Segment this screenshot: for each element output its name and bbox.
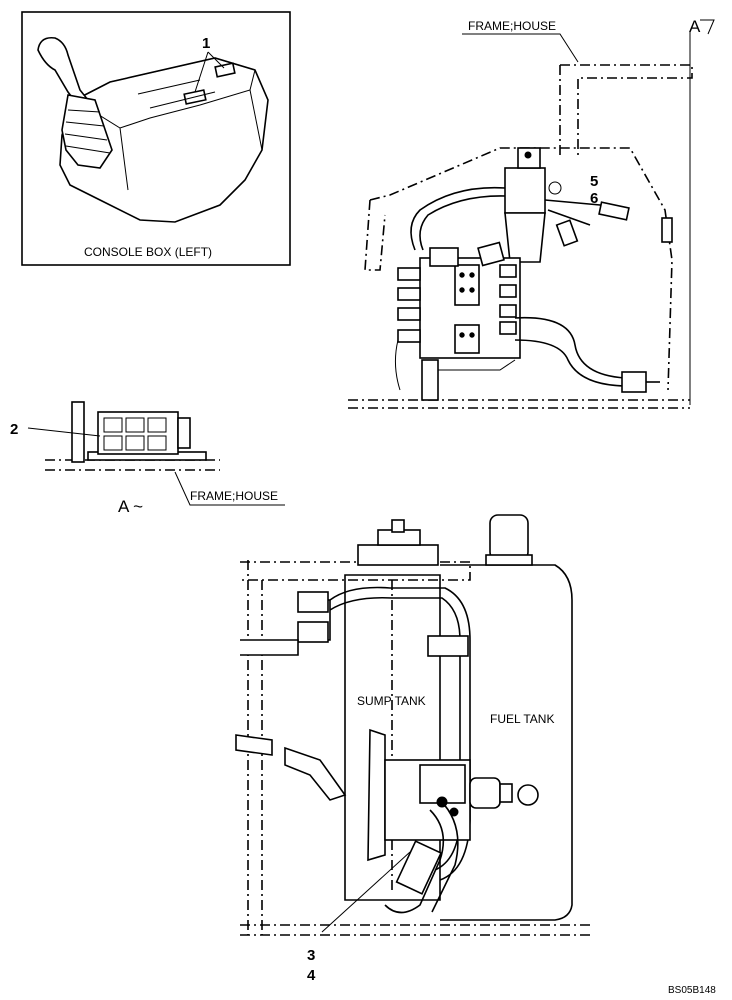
console-side (119, 89, 263, 191)
frame-house-label-bottom: FRAME;HOUSE (190, 489, 278, 503)
top-frame (240, 561, 471, 581)
callout-3: 3 (307, 947, 315, 964)
console-box-caption: CONSOLE BOX (LEFT) (84, 245, 212, 259)
switch-b (214, 62, 236, 78)
tank-view: SUMP TANK FUEL TANK 3 4 (235, 514, 590, 984)
callout-4: 4 (307, 967, 316, 984)
fuel-tank (440, 564, 573, 921)
callout-5: 5 (590, 173, 598, 190)
joystick-lever (37, 36, 94, 109)
view-a-arrow (700, 19, 715, 35)
view-a-detail: 2 FRAME;HOUSE A ~ (10, 401, 285, 516)
drawing-code: BS05B148 (668, 985, 716, 996)
console-box-inset: 1 CONSOLE BOX (LEFT) (21, 11, 291, 266)
pilot-block (504, 167, 546, 214)
hydraulic-pump (367, 728, 386, 862)
sump-tank-label: SUMP TANK (357, 694, 426, 708)
relay-block (97, 411, 179, 455)
mount-arm (369, 147, 673, 391)
callout-6: 6 (590, 190, 598, 207)
fuel-tank-label: FUEL TANK (490, 712, 554, 726)
frame-house-label-top: FRAME;HOUSE (468, 19, 556, 33)
joystick-boot (61, 94, 113, 169)
view-a-caption: A ~ (118, 497, 143, 516)
hose-lower (514, 316, 626, 379)
fitting-5-6 (548, 181, 562, 195)
control-valve-view: A FRAME;HOUSE 5 6 (348, 17, 715, 409)
hose-upper (410, 186, 506, 251)
inset-frame (21, 11, 291, 266)
fuel-gauge (517, 784, 539, 806)
view-a-marker: A (689, 17, 701, 36)
filler-cap (489, 514, 529, 561)
callout-1: 1 (202, 35, 210, 52)
callout-2: 2 (10, 421, 18, 438)
suction-hose (384, 809, 445, 914)
frame-bracket-top (560, 64, 693, 155)
floor-line (348, 399, 690, 409)
sump-tank (344, 574, 441, 901)
return-hose (329, 586, 471, 881)
